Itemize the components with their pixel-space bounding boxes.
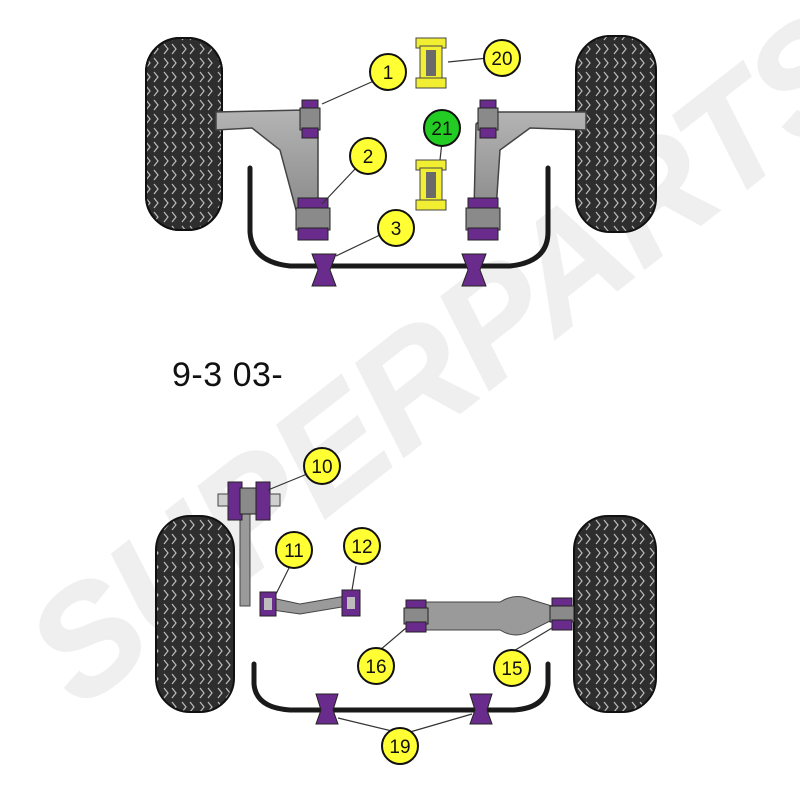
front-right-lower-bushing [465, 197, 501, 241]
front-suspension [145, 35, 657, 287]
callout-label: 1 [383, 63, 394, 84]
callout-circle [357, 647, 395, 685]
front-left-upper-bushing [299, 99, 321, 139]
callout-10: 10 [303, 447, 341, 485]
callout-label: 11 [284, 541, 304, 562]
rear-suspension [155, 481, 657, 725]
front-left-lower-bushing [295, 197, 331, 241]
front-right-upper-bushing [477, 99, 499, 139]
rear-anti-roll-bar [251, 661, 551, 713]
rear-subframe [423, 596, 557, 636]
callout-label: 2 [363, 147, 374, 168]
callout-label: 3 [391, 219, 402, 240]
callout-label: 21 [431, 119, 452, 140]
callout-12: 12 [343, 527, 381, 565]
front-right-tyre [575, 35, 657, 233]
watermark-text: SUPERPARTS [0, 0, 800, 736]
callout-circle [349, 137, 387, 175]
callout-2: 2 [349, 137, 387, 175]
callout-circle [423, 109, 461, 147]
rear-bushing-15 [549, 597, 575, 631]
front-left-tyre [145, 37, 223, 231]
callout-circle [381, 727, 419, 765]
callout-circle [377, 209, 415, 247]
callout-circle [343, 527, 381, 565]
callout-15: 15 [493, 649, 531, 687]
callout-16: 16 [357, 647, 395, 685]
front-bushing-21 [415, 159, 447, 211]
rear-bushing-16 [403, 599, 429, 633]
callout-20: 20 [483, 39, 521, 77]
front-arb-bushing-left [311, 253, 337, 287]
rear-arb-bushing-right [469, 693, 493, 725]
callout-21: 21 [423, 109, 461, 147]
front-bushing-20 [415, 37, 447, 89]
callout-19: 19 [381, 727, 419, 765]
callout-circle [303, 447, 341, 485]
callout-3: 3 [377, 209, 415, 247]
rear-bushing-10 [217, 481, 281, 521]
rear-right-tyre [573, 515, 657, 713]
callout-circle [483, 39, 521, 77]
callout-label: 20 [491, 49, 512, 70]
callout-circle [369, 53, 407, 91]
callout-label: 16 [365, 657, 386, 678]
front-arb-bushing-right [461, 253, 487, 287]
front-anti-roll-bar [247, 165, 551, 269]
callout-label: 19 [389, 737, 410, 758]
callout-1: 1 [369, 53, 407, 91]
rear-lateral-link [271, 595, 349, 615]
callout-circle [493, 649, 531, 687]
leader-lines [267, 57, 553, 733]
rear-left-tyre [155, 515, 235, 713]
rear-bushing-11 [259, 591, 277, 617]
callout-11: 11 [275, 531, 313, 569]
callout-label: 15 [501, 659, 522, 680]
watermark-logo: SUPERPARTS [0, 0, 800, 736]
model-label: 9-3 03- [172, 356, 284, 394]
callout-circle [275, 531, 313, 569]
rear-arb-bushing-left [315, 693, 339, 725]
callout-label: 12 [351, 537, 372, 558]
rear-vertical-link [239, 505, 251, 607]
rear-bushing-12 [341, 589, 361, 617]
callout-label: 10 [311, 457, 332, 478]
